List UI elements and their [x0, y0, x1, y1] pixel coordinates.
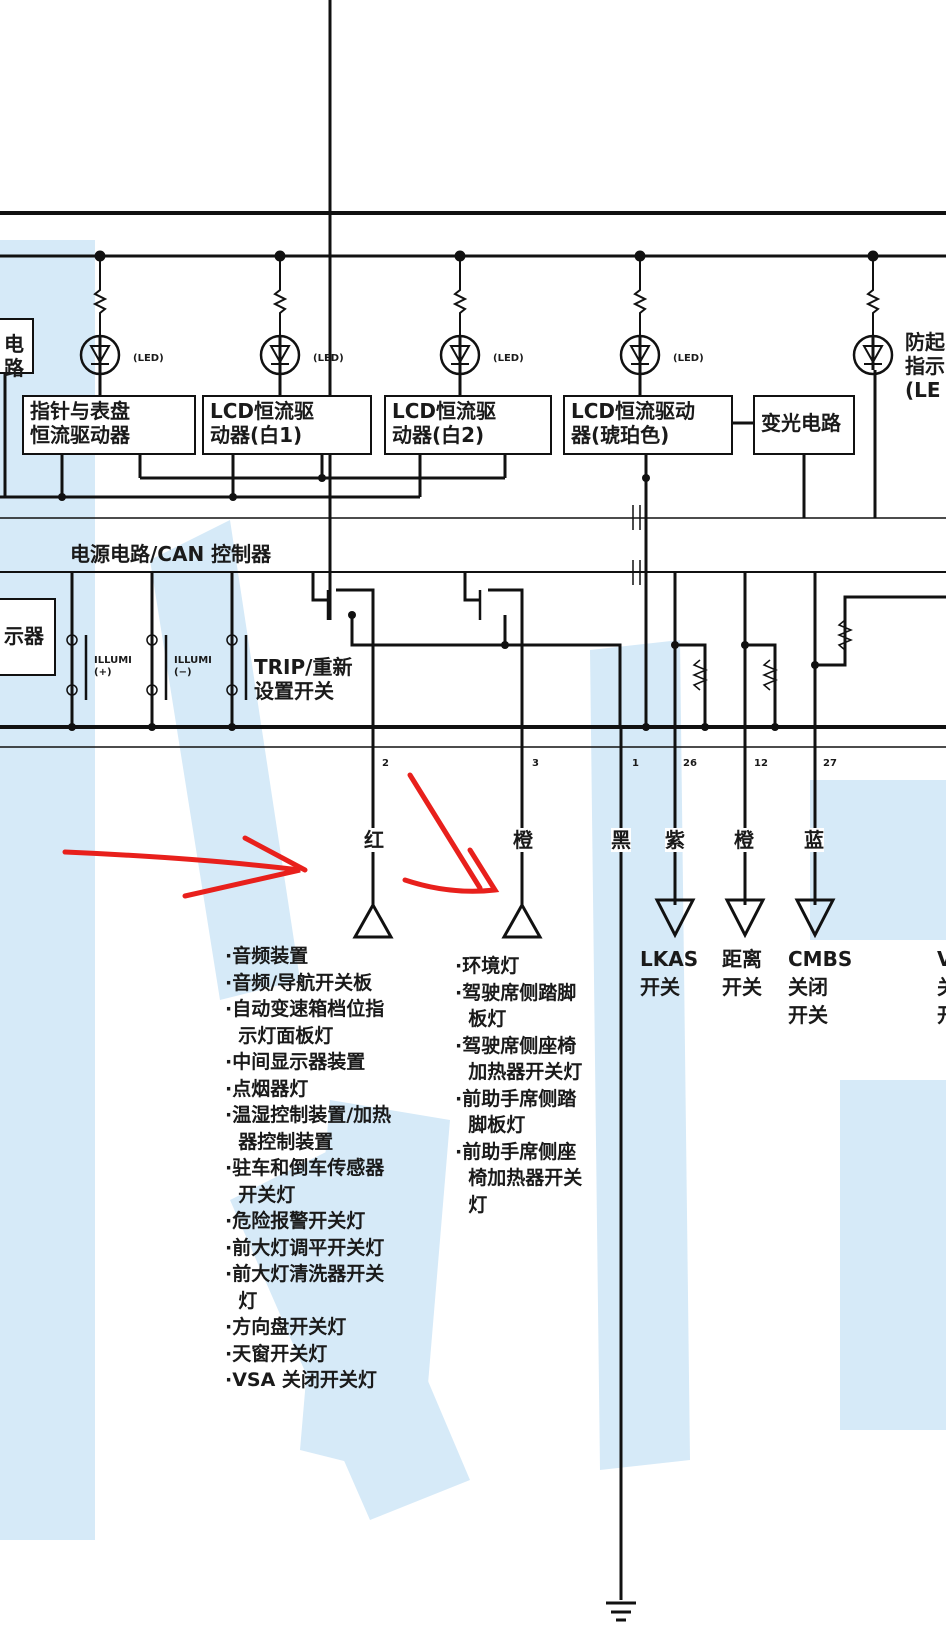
label-line: 关 [937, 973, 946, 1001]
box-line: 器(琥珀色) [571, 423, 670, 447]
switch-label: TRIP/重新 [254, 655, 353, 679]
switch-trip-reset: TRIP/重新设置开关 [254, 655, 352, 703]
list-item: 椅加热器开关 [455, 1167, 583, 1189]
list-item: 开关灯 [225, 1183, 296, 1206]
box-line: 动器(白2) [392, 423, 485, 447]
wire-color: 蓝 [804, 828, 824, 852]
label-line: V [937, 947, 946, 971]
box-line: 变光电路 [761, 411, 841, 435]
list-item: ·驾驶席侧踏脚 [455, 981, 577, 1004]
label-line: 关闭 [788, 975, 828, 999]
list-item: ·点烟器灯 [225, 1077, 309, 1100]
list-item: ·天窗开关灯 [225, 1342, 328, 1365]
right-partial-label: 防起 指示 (LE [905, 330, 945, 402]
label-line: CMBS [788, 947, 853, 971]
dimmer-circuit-box: 变光电路 [753, 395, 855, 455]
box-line: LCD恒流驱 [210, 399, 315, 423]
pin-number: 12 [754, 758, 768, 769]
gauge-driver-box: 指针与表盘恒流驱动器 [22, 395, 196, 455]
wire-color: 黑 [611, 828, 631, 852]
resistor-icon [632, 256, 648, 336]
list-item: 脚板灯 [455, 1114, 526, 1136]
lcd-driver-white2-box: LCD恒流驱动器(白2) [384, 395, 552, 455]
partial-display-box: 示器 [0, 598, 56, 676]
led-label: (LED) [313, 353, 344, 364]
list-item: ·危险报警开关灯 [225, 1210, 366, 1232]
lcd-driver-amber-box: LCD恒流驱动器(琥珀色) [563, 395, 733, 455]
list-item: 加热器开关灯 [455, 1061, 583, 1083]
list-item: ·音频/导航开关板 [225, 971, 373, 994]
list-item: ·音频装置 [225, 945, 309, 967]
pin-number: 3 [532, 758, 539, 769]
list-item: ·方向盘开关灯 [225, 1316, 347, 1338]
list-item: 示灯面板灯 [225, 1024, 334, 1047]
label-line: 指示 [905, 354, 945, 378]
switch-label: (+) [94, 667, 112, 678]
power-can-title: 电源电路/CAN 控制器 [70, 542, 272, 566]
list-item: 灯 [225, 1289, 258, 1312]
list-item: 板灯 [455, 1008, 507, 1030]
list-item: ·中间显示器装置 [225, 1051, 366, 1073]
list-item: ·前助手席侧座 [455, 1140, 577, 1163]
list-item: ·前大灯调平开关灯 [225, 1236, 385, 1259]
wire-color: 橙 [513, 828, 533, 852]
wire-color: 红 [364, 828, 384, 852]
resistor-icon [92, 256, 108, 336]
pin-number: 27 [823, 758, 837, 769]
cmbs-off-switch-label: CMBS 关闭开关 [788, 945, 852, 1029]
pin-number: 26 [683, 758, 697, 769]
led-label: (LED) [133, 353, 164, 364]
wire-color: 紫 [665, 828, 685, 852]
switch-label: (−) [174, 667, 192, 678]
box-line: 恒流驱动器 [30, 423, 130, 447]
distance-switch-label: 距离开关 [722, 945, 762, 1001]
pin-number: 2 [382, 758, 389, 769]
list-item: ·驻车和倒车传感器 [225, 1157, 385, 1179]
switch-illumi-plus: ILLUMI(+) [94, 655, 132, 679]
list-item: 器控制装置 [225, 1130, 334, 1153]
box-line: 指针与表盘 [30, 399, 130, 423]
resistor-icon [865, 256, 881, 336]
list-item: ·自动变速箱档位指 [225, 998, 385, 1020]
led-label: (LED) [673, 353, 704, 364]
label-line: 开 [937, 1001, 946, 1029]
annotation-arrows [62, 772, 500, 899]
list-item: ·驾驶席侧座椅 [455, 1034, 577, 1057]
label-line: 距离 [722, 947, 762, 971]
box-line: LCD恒流驱动 [571, 399, 696, 423]
label-line: LKAS [640, 947, 699, 971]
pin2-load-list: ·音频装置 ·音频/导航开关板 ·自动变速箱档位指 示灯面板灯 ·中间显示器装置 ·点烟… [225, 943, 391, 1394]
list-item: ·VSA 关闭开关灯 [225, 1369, 377, 1391]
led-label: (LED) [493, 353, 524, 364]
resistor-icon [452, 256, 468, 336]
pin-number: 1 [632, 758, 639, 769]
list-item: ·环境灯 [455, 955, 520, 977]
label-line: (LE [905, 378, 941, 402]
lkas-switch-label: LKAS 开关 [640, 945, 698, 1001]
switch-label: ILLUMI [174, 655, 212, 666]
switch-label: 设置开关 [254, 679, 334, 703]
switch-label: ILLUMI [94, 655, 132, 666]
right-partial-switch-label: V关开 [937, 945, 946, 1029]
box-line: LCD恒流驱 [392, 399, 497, 423]
label-line: 开关 [722, 975, 762, 999]
lcd-driver-white1-box: LCD恒流驱动器(白1) [202, 395, 372, 455]
wire-color: 橙 [734, 828, 754, 852]
list-item: 灯 [455, 1193, 488, 1216]
switch-illumi-minus: ILLUMI(−) [174, 655, 212, 679]
resistor-icon [272, 256, 288, 336]
list-item: ·温湿控制装置/加热 [225, 1104, 392, 1126]
box-line: 动器(白1) [210, 423, 303, 447]
pin3-load-list: ·环境灯 ·驾驶席侧踏脚 板灯 ·驾驶席侧座椅 加热器开关灯 ·前助手席侧踏 脚板灯 ·… [455, 953, 582, 1218]
label-line: 开关 [640, 975, 680, 999]
label-line: 开关 [788, 1003, 828, 1027]
list-item: ·前大灯清洗器开关 [225, 1263, 385, 1285]
partial-circuit-box: 电路 [0, 318, 34, 380]
label-line: 防起 [905, 330, 945, 354]
list-item: ·前助手席侧踏 [455, 1087, 577, 1110]
